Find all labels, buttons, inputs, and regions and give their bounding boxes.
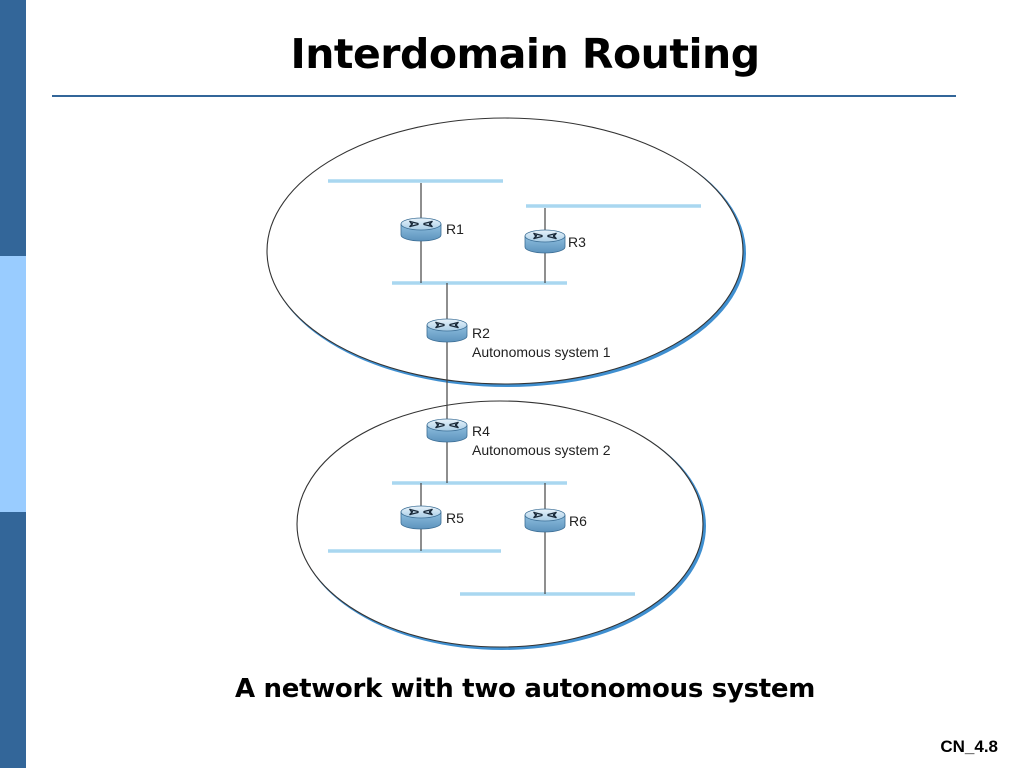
router-icon-r6 bbox=[524, 508, 566, 533]
slide-title: Interdomain Routing bbox=[290, 30, 760, 78]
slide-number: CN_4.8 bbox=[940, 737, 998, 756]
router-icon-r5 bbox=[400, 505, 442, 530]
as2-label: Autonomous system 2 bbox=[472, 442, 611, 458]
router-icon-r3 bbox=[524, 229, 566, 254]
as1-label: Autonomous system 1 bbox=[472, 344, 611, 360]
sidebar-top-band bbox=[0, 0, 26, 256]
router-label-r2: R2 bbox=[472, 325, 490, 341]
figure-caption: A network with two autonomous system bbox=[234, 674, 816, 704]
router-label-r1: R1 bbox=[446, 221, 464, 237]
router-label-r5: R5 bbox=[446, 510, 464, 526]
router-icon-r4 bbox=[426, 418, 468, 443]
router-label-r3: R3 bbox=[568, 234, 586, 250]
router-icon-r1 bbox=[400, 217, 442, 242]
router-label-r6: R6 bbox=[569, 513, 587, 529]
sidebar-bottom-band bbox=[0, 512, 26, 768]
router-icon-r2 bbox=[426, 318, 468, 343]
title-divider bbox=[52, 95, 956, 97]
as1-boundary bbox=[266, 117, 746, 387]
as2-boundary bbox=[296, 400, 706, 650]
router-label-r4: R4 bbox=[472, 423, 490, 439]
sidebar-middle-band bbox=[0, 256, 26, 512]
